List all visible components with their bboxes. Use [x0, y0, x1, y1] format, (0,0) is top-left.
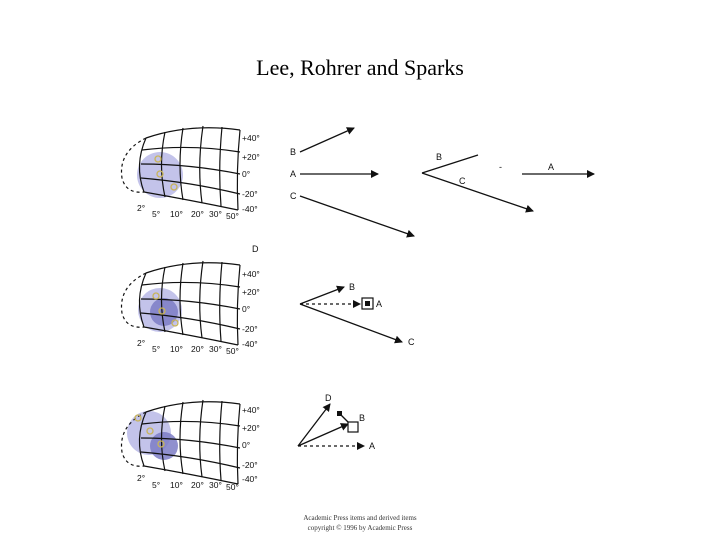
- bottom-label: 2°: [137, 203, 145, 213]
- vector-panel-3: [297, 403, 365, 450]
- bottom-label: 50°: [226, 211, 239, 221]
- activity-dots: [152, 292, 179, 327]
- bottom-label: 10°: [170, 480, 183, 490]
- bottom-label: 50°: [226, 482, 239, 492]
- bottom-label: 2°: [137, 473, 145, 483]
- label-d: D: [252, 244, 259, 254]
- map-2-labels: +40° +20° 0° -20° -40° 2° 5° 10° 20° 30°…: [137, 269, 260, 356]
- bottom-label: 10°: [170, 344, 183, 354]
- right-label: -40°: [242, 204, 258, 214]
- label-a: A: [369, 441, 375, 451]
- bottom-label: 2°: [137, 338, 145, 348]
- label-a: A: [376, 299, 382, 309]
- right-label: -40°: [242, 339, 258, 349]
- map-grid: [120, 399, 241, 485]
- label-c: C: [408, 337, 415, 347]
- bottom-label: 30°: [209, 480, 222, 490]
- activity-blob-dark: [150, 298, 178, 326]
- label-a2: A: [548, 162, 554, 172]
- right-label: +40°: [242, 269, 260, 279]
- activity-dots: [134, 414, 165, 448]
- right-label: 0°: [242, 304, 250, 314]
- collicular-map-3: [120, 399, 241, 485]
- bottom-label: 5°: [152, 344, 160, 354]
- map-3-labels: +40° +20° 0° -20° -40° 2° 5° 10° 20° 30°…: [137, 405, 260, 492]
- label-b: B: [349, 282, 355, 292]
- vector-d: [297, 403, 331, 447]
- right-label: 0°: [242, 440, 250, 450]
- collicular-map-1: [120, 125, 241, 211]
- map-grid: [120, 260, 241, 346]
- vector-panel-2: [299, 285, 403, 344]
- bottom-label: 50°: [226, 346, 239, 356]
- bottom-label: 30°: [209, 209, 222, 219]
- right-label: -40°: [242, 474, 258, 484]
- marker-small: [337, 411, 342, 416]
- label-dash: -: [499, 162, 502, 172]
- map-grid: [120, 125, 241, 211]
- credit-line-2: copyright © 1996 by Academic Press: [307, 524, 413, 532]
- bottom-label: 20°: [191, 209, 204, 219]
- right-label: +20°: [242, 423, 260, 433]
- right-label: 0°: [242, 169, 250, 179]
- vector-b: [299, 285, 345, 305]
- activity-dots: [154, 155, 178, 191]
- right-label: +20°: [242, 287, 260, 297]
- vector-b: [299, 127, 355, 153]
- vector-sum-b: [421, 154, 479, 174]
- map-1-labels: +40° +20° 0° -20° -40° 2° 5° 10° 20° 30°…: [137, 133, 260, 221]
- target-dot: [365, 301, 370, 306]
- bottom-label: 20°: [191, 344, 204, 354]
- slide-title: Lee, Rohrer and Sparks: [256, 55, 464, 80]
- bottom-label: 10°: [170, 209, 183, 219]
- bottom-label: 5°: [152, 209, 160, 219]
- vector-panel-1: [299, 127, 595, 238]
- right-label: -20°: [242, 460, 258, 470]
- bottom-label: 30°: [209, 344, 222, 354]
- vector-sum-c: [421, 172, 534, 213]
- collicular-map-2: [120, 260, 241, 346]
- right-label: +40°: [242, 133, 260, 143]
- right-label: +40°: [242, 405, 260, 415]
- label-c2: C: [459, 176, 466, 186]
- label-b: B: [359, 413, 365, 423]
- vector-c: [299, 303, 403, 344]
- vector-c: [299, 195, 415, 238]
- credit-line-1: Academic Press items and derived items: [303, 514, 417, 522]
- label-b2: B: [436, 152, 442, 162]
- label-a: A: [290, 169, 296, 179]
- bottom-label: 5°: [152, 480, 160, 490]
- label-c: C: [290, 191, 297, 201]
- right-label: +20°: [242, 152, 260, 162]
- target-box: [347, 421, 359, 433]
- label-b: B: [290, 147, 296, 157]
- vector-b: [297, 423, 349, 447]
- bottom-label: 20°: [191, 480, 204, 490]
- right-label: -20°: [242, 189, 258, 199]
- right-label: -20°: [242, 324, 258, 334]
- label-d: D: [325, 393, 332, 403]
